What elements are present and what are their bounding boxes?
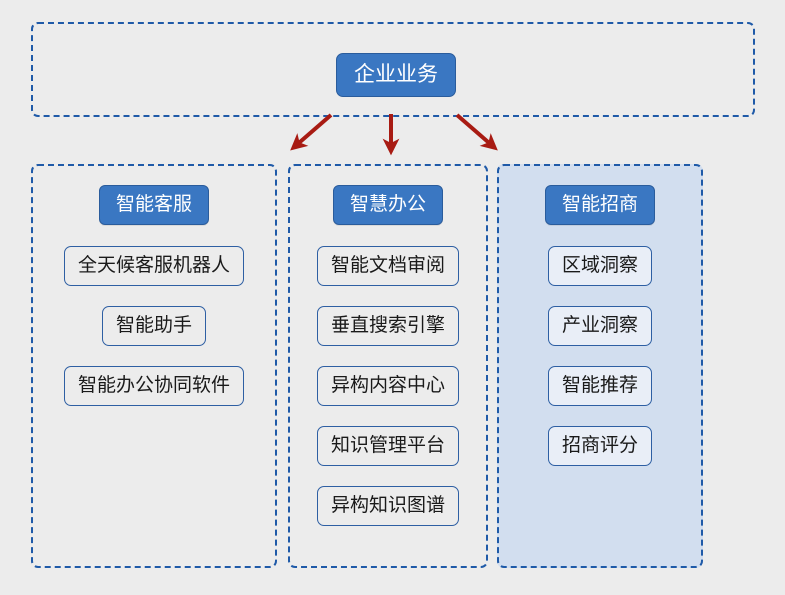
item-chip[interactable]: 异构知识图谱 [316, 486, 459, 526]
item-chip[interactable]: 智能文档审阅 [316, 246, 459, 286]
column-intelligent-investment: 智能招商 区域洞察 产业洞察 智能推荐 招商评分 [497, 164, 703, 568]
column-header-intelligent-customer-service[interactable]: 智能客服 [98, 185, 209, 225]
column-intelligent-customer-service: 智能客服 全天候客服机器人 智能助手 智能办公协同软件 [31, 164, 277, 568]
item-chip[interactable]: 区域洞察 [547, 246, 652, 286]
item-chip[interactable]: 全天候客服机器人 [63, 246, 244, 286]
column-header-intelligent-investment[interactable]: 智能招商 [544, 185, 655, 225]
item-chip[interactable]: 异构内容中心 [316, 366, 459, 406]
item-chip[interactable]: 智能助手 [101, 306, 206, 346]
root-node-enterprise-business[interactable]: 企业业务 [336, 53, 456, 97]
item-chip[interactable]: 招商评分 [547, 426, 652, 466]
item-chip[interactable]: 智能推荐 [547, 366, 652, 406]
item-chip[interactable]: 产业洞察 [547, 306, 652, 346]
item-chip[interactable]: 知识管理平台 [316, 426, 459, 466]
item-chip[interactable]: 智能办公协同软件 [63, 366, 244, 406]
column-smart-office: 智慧办公 智能文档审阅 垂直搜索引擎 异构内容中心 知识管理平台 异构知识图谱 [288, 164, 488, 568]
item-chip[interactable]: 垂直搜索引擎 [316, 306, 459, 346]
arrow-to-column-1 [290, 113, 333, 151]
top-level-container [31, 22, 755, 117]
arrow-to-column-3 [455, 113, 498, 151]
column-header-smart-office[interactable]: 智慧办公 [332, 185, 443, 225]
column-container-intelligent-customer-service [31, 164, 277, 568]
column-container-smart-office [288, 164, 488, 568]
